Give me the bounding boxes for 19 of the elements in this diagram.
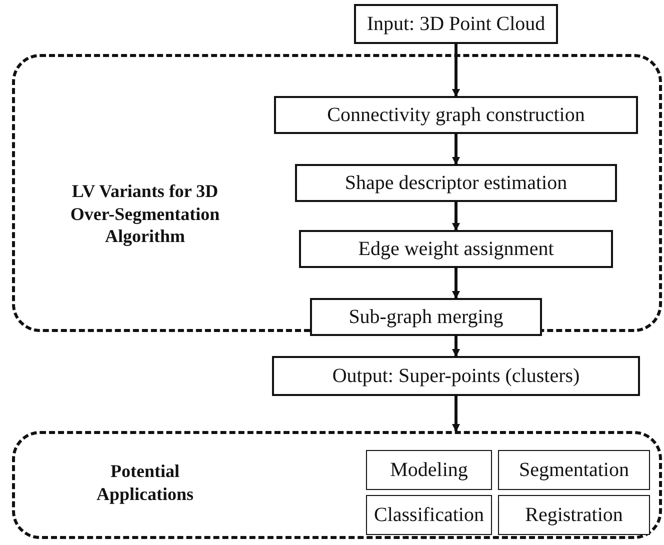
process-box: Modeling xyxy=(366,450,492,490)
process-box: Edge weight assignment xyxy=(299,230,613,268)
process-box: Output: Super-points (clusters) xyxy=(272,356,640,396)
arrow xyxy=(452,336,460,357)
arrow xyxy=(452,44,460,97)
process-box: Sub-graph merging xyxy=(310,298,542,336)
process-box: Connectivity graph construction xyxy=(274,96,638,134)
process-box: Registration xyxy=(498,495,650,535)
group-title: Potential Applications xyxy=(95,460,195,505)
process-box: Input: 3D Point Cloud xyxy=(354,4,558,44)
arrow xyxy=(452,396,460,432)
process-box: Classification xyxy=(366,495,492,535)
arrow xyxy=(452,202,460,231)
group-title: LV Variants for 3D Over-Segmentation Algorithm xyxy=(69,180,221,248)
arrow xyxy=(452,134,460,165)
dashed-group-region xyxy=(12,431,662,539)
arrow xyxy=(452,268,460,299)
process-box: Segmentation xyxy=(498,450,650,490)
process-box: Shape descriptor estimation xyxy=(295,164,617,202)
